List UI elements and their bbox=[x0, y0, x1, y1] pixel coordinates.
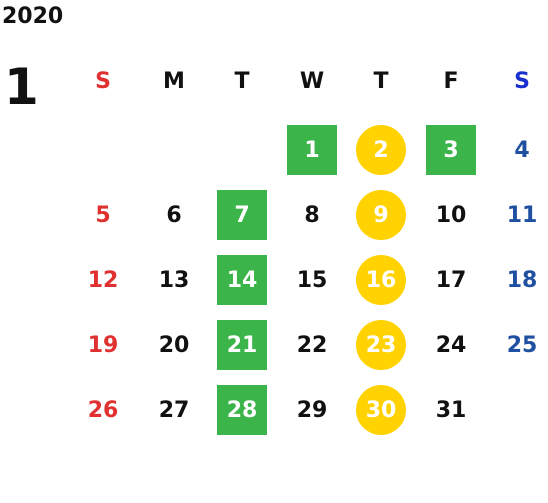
day-24[interactable]: 24 bbox=[435, 332, 467, 358]
day-1[interactable]: 1 bbox=[287, 125, 337, 175]
day-30[interactable]: 30 bbox=[356, 385, 406, 435]
day-14[interactable]: 14 bbox=[217, 255, 267, 305]
day-9[interactable]: 9 bbox=[356, 190, 406, 240]
weekday-header-1: M bbox=[163, 68, 185, 94]
day-7[interactable]: 7 bbox=[217, 190, 267, 240]
weekday-header-3: W bbox=[299, 68, 325, 94]
day-5[interactable]: 5 bbox=[95, 202, 111, 228]
day-20[interactable]: 20 bbox=[158, 332, 190, 358]
day-8[interactable]: 8 bbox=[304, 202, 320, 228]
day-11[interactable]: 11 bbox=[506, 202, 538, 228]
day-12[interactable]: 12 bbox=[87, 267, 119, 293]
weekday-header-6: S bbox=[514, 68, 530, 94]
month-number: 1 bbox=[4, 58, 39, 116]
weekday-header-4: T bbox=[373, 68, 389, 94]
day-6[interactable]: 6 bbox=[166, 202, 182, 228]
day-31[interactable]: 31 bbox=[435, 397, 467, 423]
day-26[interactable]: 26 bbox=[87, 397, 119, 423]
day-13[interactable]: 13 bbox=[158, 267, 190, 293]
day-19[interactable]: 19 bbox=[87, 332, 119, 358]
day-3[interactable]: 3 bbox=[426, 125, 476, 175]
year-label: 2020 bbox=[2, 4, 64, 29]
day-4[interactable]: 4 bbox=[514, 137, 530, 163]
day-22[interactable]: 22 bbox=[296, 332, 328, 358]
day-25[interactable]: 25 bbox=[506, 332, 538, 358]
day-21[interactable]: 21 bbox=[217, 320, 267, 370]
day-27[interactable]: 27 bbox=[158, 397, 190, 423]
weekday-header-2: T bbox=[234, 68, 250, 94]
day-16[interactable]: 16 bbox=[356, 255, 406, 305]
day-17[interactable]: 17 bbox=[435, 267, 467, 293]
day-2[interactable]: 2 bbox=[356, 125, 406, 175]
day-29[interactable]: 29 bbox=[296, 397, 328, 423]
weekday-header-0: S bbox=[95, 68, 111, 94]
day-15[interactable]: 15 bbox=[296, 267, 328, 293]
day-18[interactable]: 18 bbox=[506, 267, 538, 293]
day-23[interactable]: 23 bbox=[356, 320, 406, 370]
day-28[interactable]: 28 bbox=[217, 385, 267, 435]
day-10[interactable]: 10 bbox=[435, 202, 467, 228]
weekday-header-5: F bbox=[443, 68, 459, 94]
